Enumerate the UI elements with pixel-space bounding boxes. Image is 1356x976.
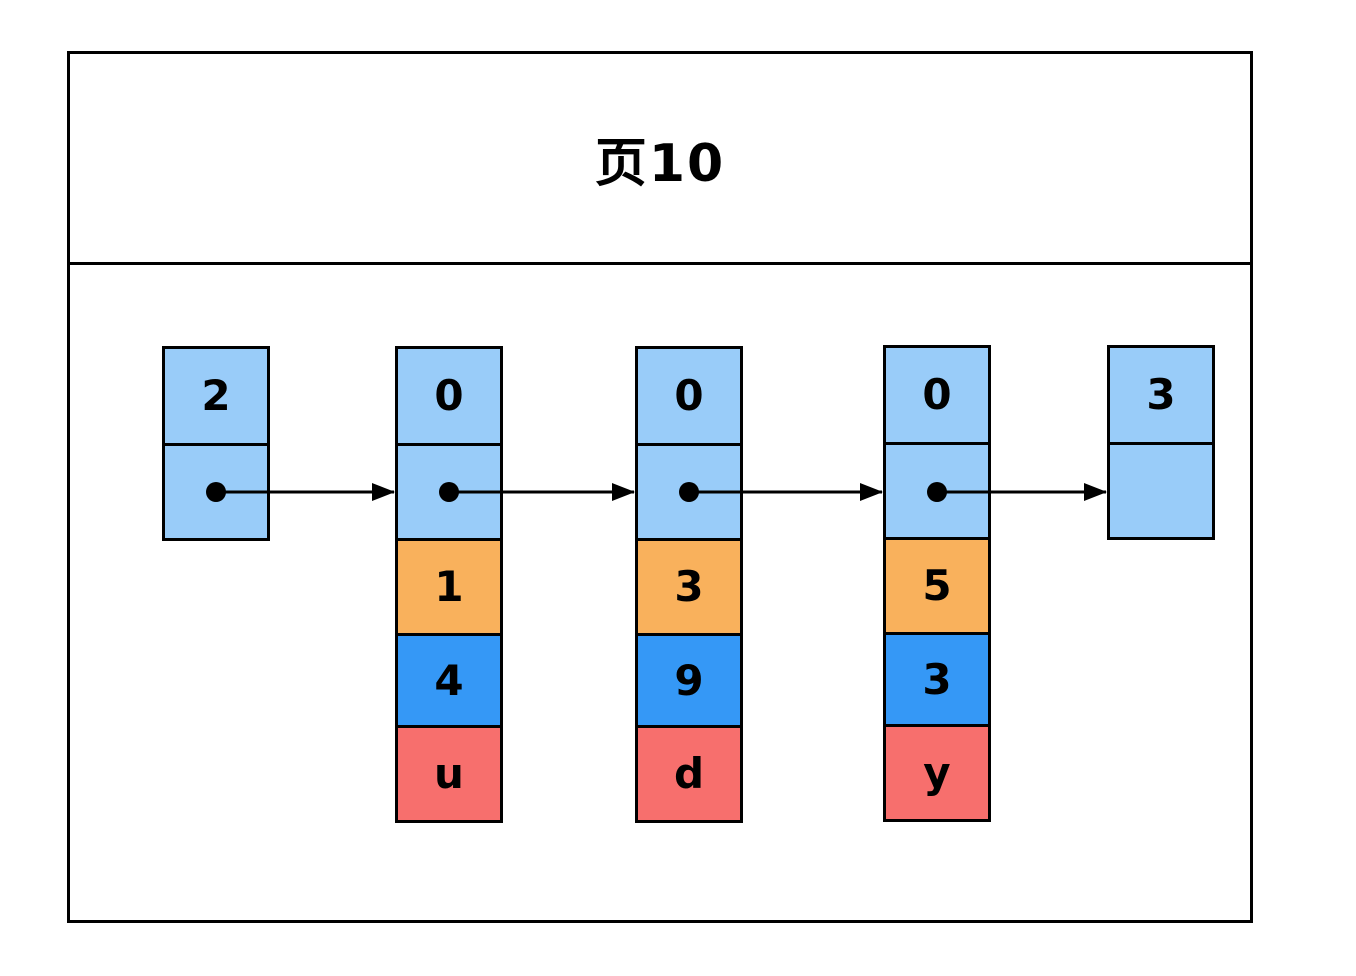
page-header: 页10 bbox=[70, 54, 1250, 265]
pointer-cell bbox=[635, 443, 743, 541]
record-2-column: 0 3 9 d bbox=[635, 346, 743, 823]
value-cell: 5 bbox=[883, 537, 991, 635]
value-cell: 3 bbox=[883, 632, 991, 727]
value-cell: u bbox=[395, 725, 503, 823]
value-cell: 0 bbox=[635, 346, 743, 446]
value-cell: 0 bbox=[883, 345, 991, 445]
pointer-cell bbox=[162, 443, 270, 541]
value-cell: 3 bbox=[1107, 345, 1215, 445]
pointer-cell bbox=[1107, 442, 1215, 540]
head-node-column: 2 bbox=[162, 346, 270, 541]
tail-node-column: 3 bbox=[1107, 345, 1215, 540]
page-title: 页10 bbox=[594, 133, 726, 194]
record-1-column: 0 1 4 u bbox=[395, 346, 503, 823]
page-frame: 页10 bbox=[67, 51, 1253, 923]
value-cell: y bbox=[883, 724, 991, 822]
value-cell: 0 bbox=[395, 346, 503, 446]
value-cell: 4 bbox=[395, 633, 503, 728]
value-cell: 1 bbox=[395, 538, 503, 636]
value-cell: 2 bbox=[162, 346, 270, 446]
record-3-column: 0 5 3 y bbox=[883, 345, 991, 822]
value-cell: 3 bbox=[635, 538, 743, 636]
value-cell: d bbox=[635, 725, 743, 823]
pointer-cell bbox=[395, 443, 503, 541]
value-cell: 9 bbox=[635, 633, 743, 728]
pointer-cell bbox=[883, 442, 991, 540]
